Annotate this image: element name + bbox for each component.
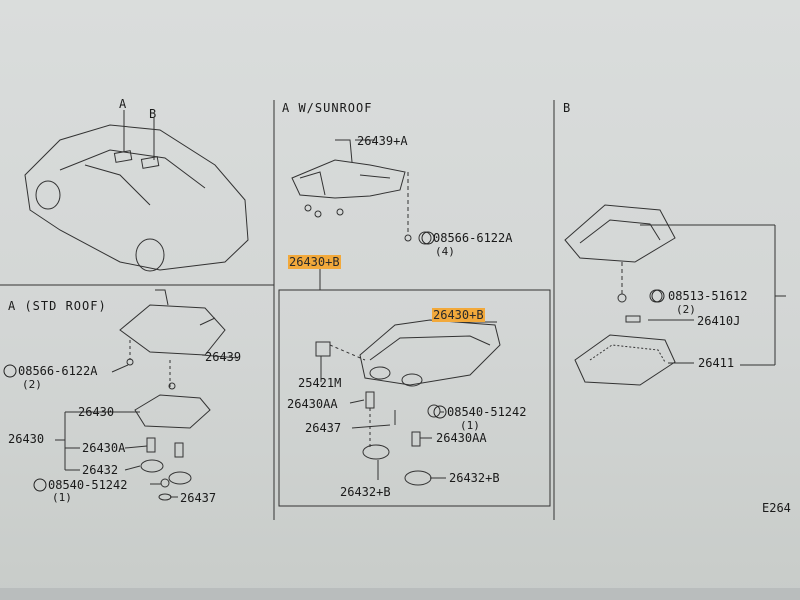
- part-label-26432-b-bottom: 26432+B: [340, 485, 391, 499]
- part-label-26432: 26432: [82, 463, 119, 477]
- figure-code: E264: [762, 501, 791, 515]
- part-label-08540-51242-sunroof: 08540-51242: [447, 405, 527, 419]
- part-label-26439: 26439: [205, 350, 242, 364]
- part-label-08566-6122a: 08566-6122A: [433, 231, 513, 245]
- qty-label-08566-std: (2): [22, 378, 42, 391]
- screw-symbol-icon: [3, 364, 17, 378]
- part-label-26430a: 26430A: [82, 441, 126, 455]
- part-label-26439-a: 26439+A: [357, 134, 408, 148]
- part-label-26430-b-top: 26430+B: [288, 255, 341, 269]
- section-title-a-sunroof: A W/SUNROOF: [282, 101, 373, 115]
- qty-label-08540-std: (1): [52, 491, 72, 504]
- part-label-08513-51612: 08513-51612: [668, 289, 748, 303]
- part-label-26437-sunroof: 26437: [305, 421, 342, 435]
- view-marker-a: A: [119, 97, 127, 111]
- screw-symbol-icon: [421, 231, 435, 245]
- highlight-26430-b-top: 26430+B: [288, 255, 341, 269]
- highlight-26430-b-box: 26430+B: [432, 308, 485, 322]
- part-label-26437-std: 26437: [180, 491, 217, 505]
- part-label-26430aa-right: 26430AA: [436, 431, 487, 445]
- section-title-a-std-roof: A (STD ROOF): [8, 299, 107, 313]
- screw-symbol-icon: [651, 289, 665, 303]
- screw-symbol-icon: [433, 405, 447, 419]
- part-label-08566-6122a-std: 08566-6122A: [18, 364, 98, 378]
- part-label-26410j: 26410J: [697, 314, 741, 328]
- part-label-26432-b-right: 26432+B: [449, 471, 500, 485]
- qty-label-08540-sunroof: (1): [460, 419, 480, 432]
- part-label-26411: 26411: [698, 356, 735, 370]
- part-label-25421m: 25421M: [298, 376, 342, 390]
- part-label-26430-b-box: 26430+B: [432, 308, 485, 322]
- part-label-26430: 26430: [78, 405, 115, 419]
- screw-symbol-icon: [33, 478, 47, 492]
- section-title-b: B: [563, 101, 572, 115]
- qty-label-08566: (4): [435, 245, 455, 258]
- view-marker-b: B: [149, 107, 157, 121]
- monitor-bezel: [0, 588, 800, 600]
- qty-label-08513: (2): [676, 303, 696, 316]
- part-label-08540-51242-std: 08540-51242: [48, 478, 128, 492]
- part-label-26430-group: 26430: [8, 432, 45, 446]
- part-label-26430aa-left: 26430AA: [287, 397, 338, 411]
